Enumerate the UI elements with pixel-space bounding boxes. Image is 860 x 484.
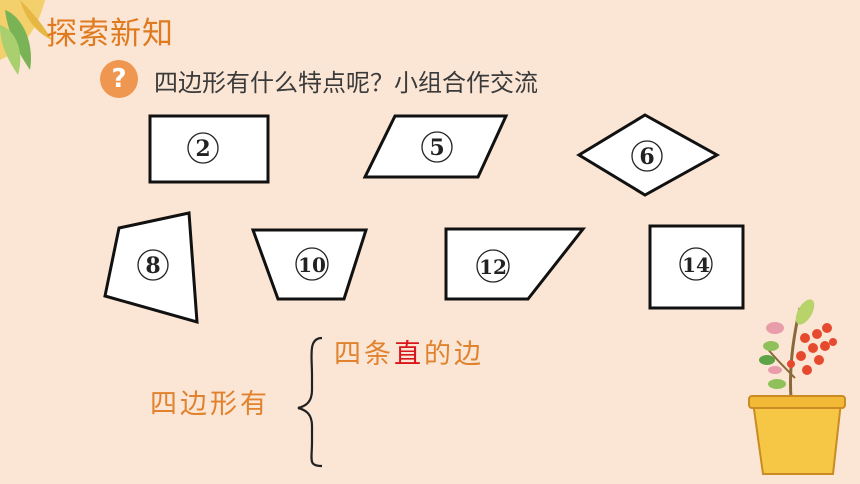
potted-plant-icon bbox=[748, 299, 846, 475]
shape-trapezoid: 10 bbox=[250, 228, 369, 301]
shape-label: 12 bbox=[479, 255, 507, 279]
question-text: 四边形有什么特点呢？小组合作交流 bbox=[154, 69, 538, 97]
summary-item-highlight: 直 bbox=[394, 339, 424, 370]
summary-item-suffix: 的边 bbox=[424, 339, 484, 370]
shape-rhombus: 6 bbox=[576, 113, 721, 197]
question-icon: ? bbox=[100, 60, 138, 98]
page-title: 探索新知 bbox=[46, 16, 174, 52]
summary-label: 四边形有 bbox=[150, 389, 270, 420]
shape-label: 14 bbox=[682, 253, 710, 277]
summary-item: 四条直的边 bbox=[334, 332, 484, 371]
shape-label: 8 bbox=[145, 253, 160, 279]
shape-parallelogram: 5 bbox=[362, 114, 509, 179]
shape-label: 6 bbox=[639, 144, 654, 170]
shape-label: 5 bbox=[429, 135, 444, 161]
curly-brace bbox=[297, 336, 323, 468]
summary-item-prefix: 四条 bbox=[334, 339, 394, 370]
shape-label: 2 bbox=[195, 136, 210, 162]
leaf-decoration-icon bbox=[0, 0, 52, 75]
shape-right-trapezoid: 12 bbox=[444, 227, 587, 301]
shape-rectangle: 2 bbox=[148, 114, 270, 184]
shape-label: 10 bbox=[298, 253, 326, 277]
shape-irregular-quadrilateral: 8 bbox=[103, 211, 199, 325]
shape-square: 14 bbox=[648, 224, 745, 310]
